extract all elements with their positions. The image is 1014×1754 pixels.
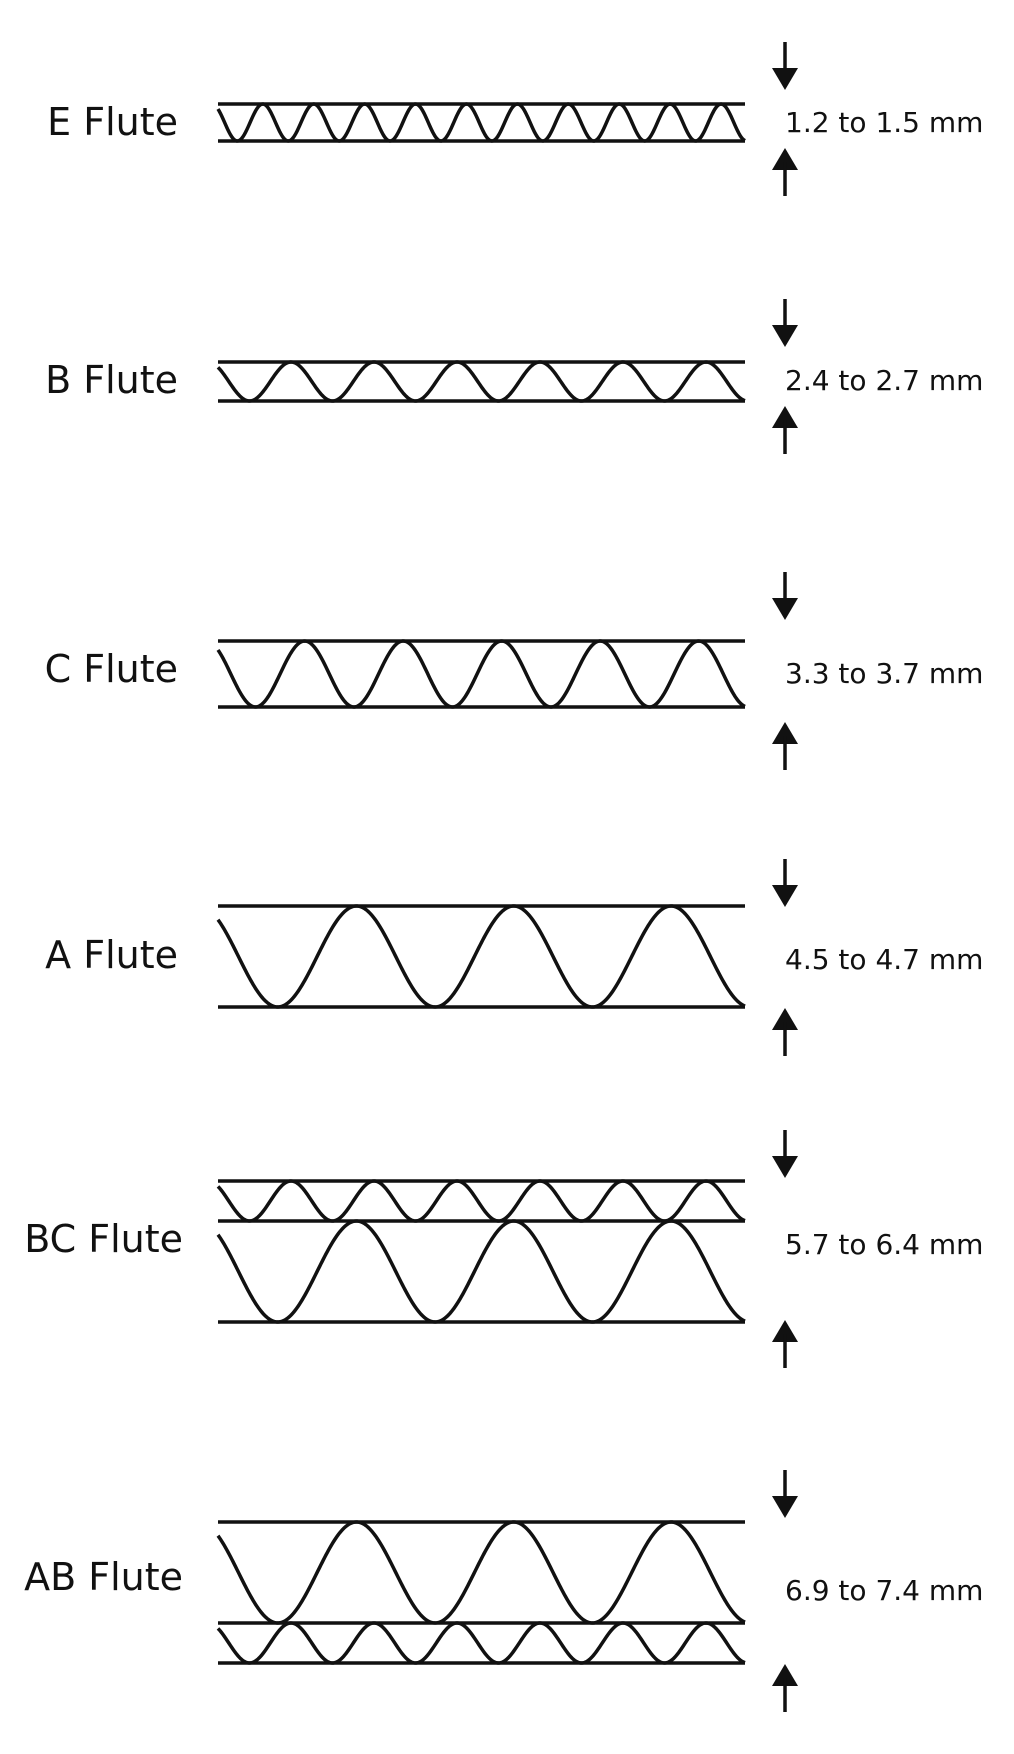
flute-label: C Flute [45,647,178,691]
board-cross-section [216,360,746,403]
thickness-arrows [772,1130,798,1368]
fluting-medium [216,1179,746,1223]
thickness-measurement: 5.7 to 6.4 mm [785,1228,983,1261]
flute-row-ab: AB Flute 6.9 to 7.4 mm [24,1470,983,1712]
flute-label: A Flute [45,933,178,977]
arrow-down-icon [772,68,798,90]
board-cross-section [216,904,746,1009]
flute-label: BC Flute [24,1217,183,1261]
arrow-down-icon [772,885,798,907]
flute-row-e: E Flute 1.2 to 1.5 mm [47,42,983,196]
arrow-down-icon [772,598,798,620]
fluting-medium [216,904,746,1009]
fluting-medium [216,360,746,403]
thickness-arrows [772,1470,798,1712]
fluting-medium [216,1520,746,1625]
thickness-measurement: 1.2 to 1.5 mm [785,106,983,139]
board-cross-section [216,1520,746,1665]
thickness-arrows [772,42,798,196]
flute-row-b: B Flute 2.4 to 2.7 mm [45,299,983,454]
arrow-up-icon [772,148,798,170]
thickness-measurement: 3.3 to 3.7 mm [785,657,983,690]
thickness-arrows [772,299,798,454]
flute-row-c: C Flute 3.3 to 3.7 mm [45,572,983,770]
arrow-up-icon [772,1320,798,1342]
arrow-up-icon [772,722,798,744]
thickness-measurement: 6.9 to 7.4 mm [785,1574,983,1607]
fluting-medium [216,1621,746,1665]
arrow-down-icon [772,325,798,347]
arrow-up-icon [772,1008,798,1030]
arrow-down-icon [772,1156,798,1178]
fluting-medium [216,639,746,709]
thickness-arrows [772,859,798,1056]
thickness-measurement: 4.5 to 4.7 mm [785,943,983,976]
board-cross-section [216,102,746,143]
arrow-up-icon [772,1664,798,1686]
flute-row-bc: BC Flute 5.7 to 6.4 mm [24,1130,983,1368]
board-cross-section [216,639,746,709]
arrow-down-icon [772,1496,798,1518]
thickness-measurement: 2.4 to 2.7 mm [785,364,983,397]
flute-row-a: A Flute 4.5 to 4.7 mm [45,859,983,1056]
fluting-medium [216,1219,746,1324]
fluting-medium [216,102,746,143]
flute-label: E Flute [47,100,178,144]
flute-label: AB Flute [24,1555,183,1599]
flute-label: B Flute [45,358,178,402]
thickness-arrows [772,572,798,770]
board-cross-section [216,1179,746,1324]
arrow-up-icon [772,406,798,428]
